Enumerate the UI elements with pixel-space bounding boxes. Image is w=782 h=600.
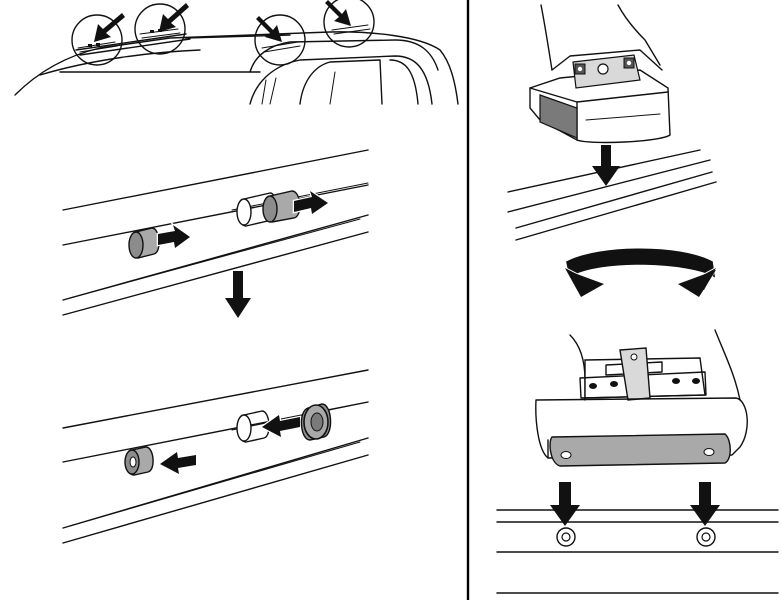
fixing-nut-2	[300, 403, 332, 441]
arrow-icon	[159, 3, 189, 32]
arrow-icon	[94, 13, 125, 42]
arrow-down-icon	[550, 482, 580, 526]
mount-point-3	[254, 14, 306, 66]
arrow-right-icon	[156, 221, 193, 251]
left-panel	[14, 0, 459, 544]
rail-step-bolt-down	[496, 509, 779, 594]
arrow-down-icon	[690, 482, 720, 526]
mount-point-1	[71, 14, 123, 66]
rotate-arrow-icon	[562, 248, 719, 297]
fixing-nut-1	[124, 446, 154, 476]
plug-piece-outline-2	[236, 410, 270, 443]
arrow-left-icon	[157, 449, 198, 477]
car-roof-illustration	[14, 31, 459, 105]
foot-with-clamp-plate	[535, 329, 748, 467]
plug-piece-1	[128, 227, 160, 259]
rail-step-plugs-out	[62, 149, 369, 316]
rail-step-lower-foot	[507, 149, 717, 241]
arrow-icon	[256, 16, 282, 42]
arrow-down-icon	[592, 145, 620, 186]
roof-rack-foot	[529, 4, 671, 144]
rail-step-nuts-in	[62, 369, 369, 544]
plug-piece-2	[262, 190, 301, 223]
arrow-right-icon	[292, 187, 331, 217]
mount-point-4	[323, 0, 375, 48]
arrow-down-icon	[225, 271, 251, 318]
right-panel	[496, 4, 779, 594]
arrow-icon	[325, 0, 351, 26]
arrow-left-icon	[259, 412, 302, 440]
